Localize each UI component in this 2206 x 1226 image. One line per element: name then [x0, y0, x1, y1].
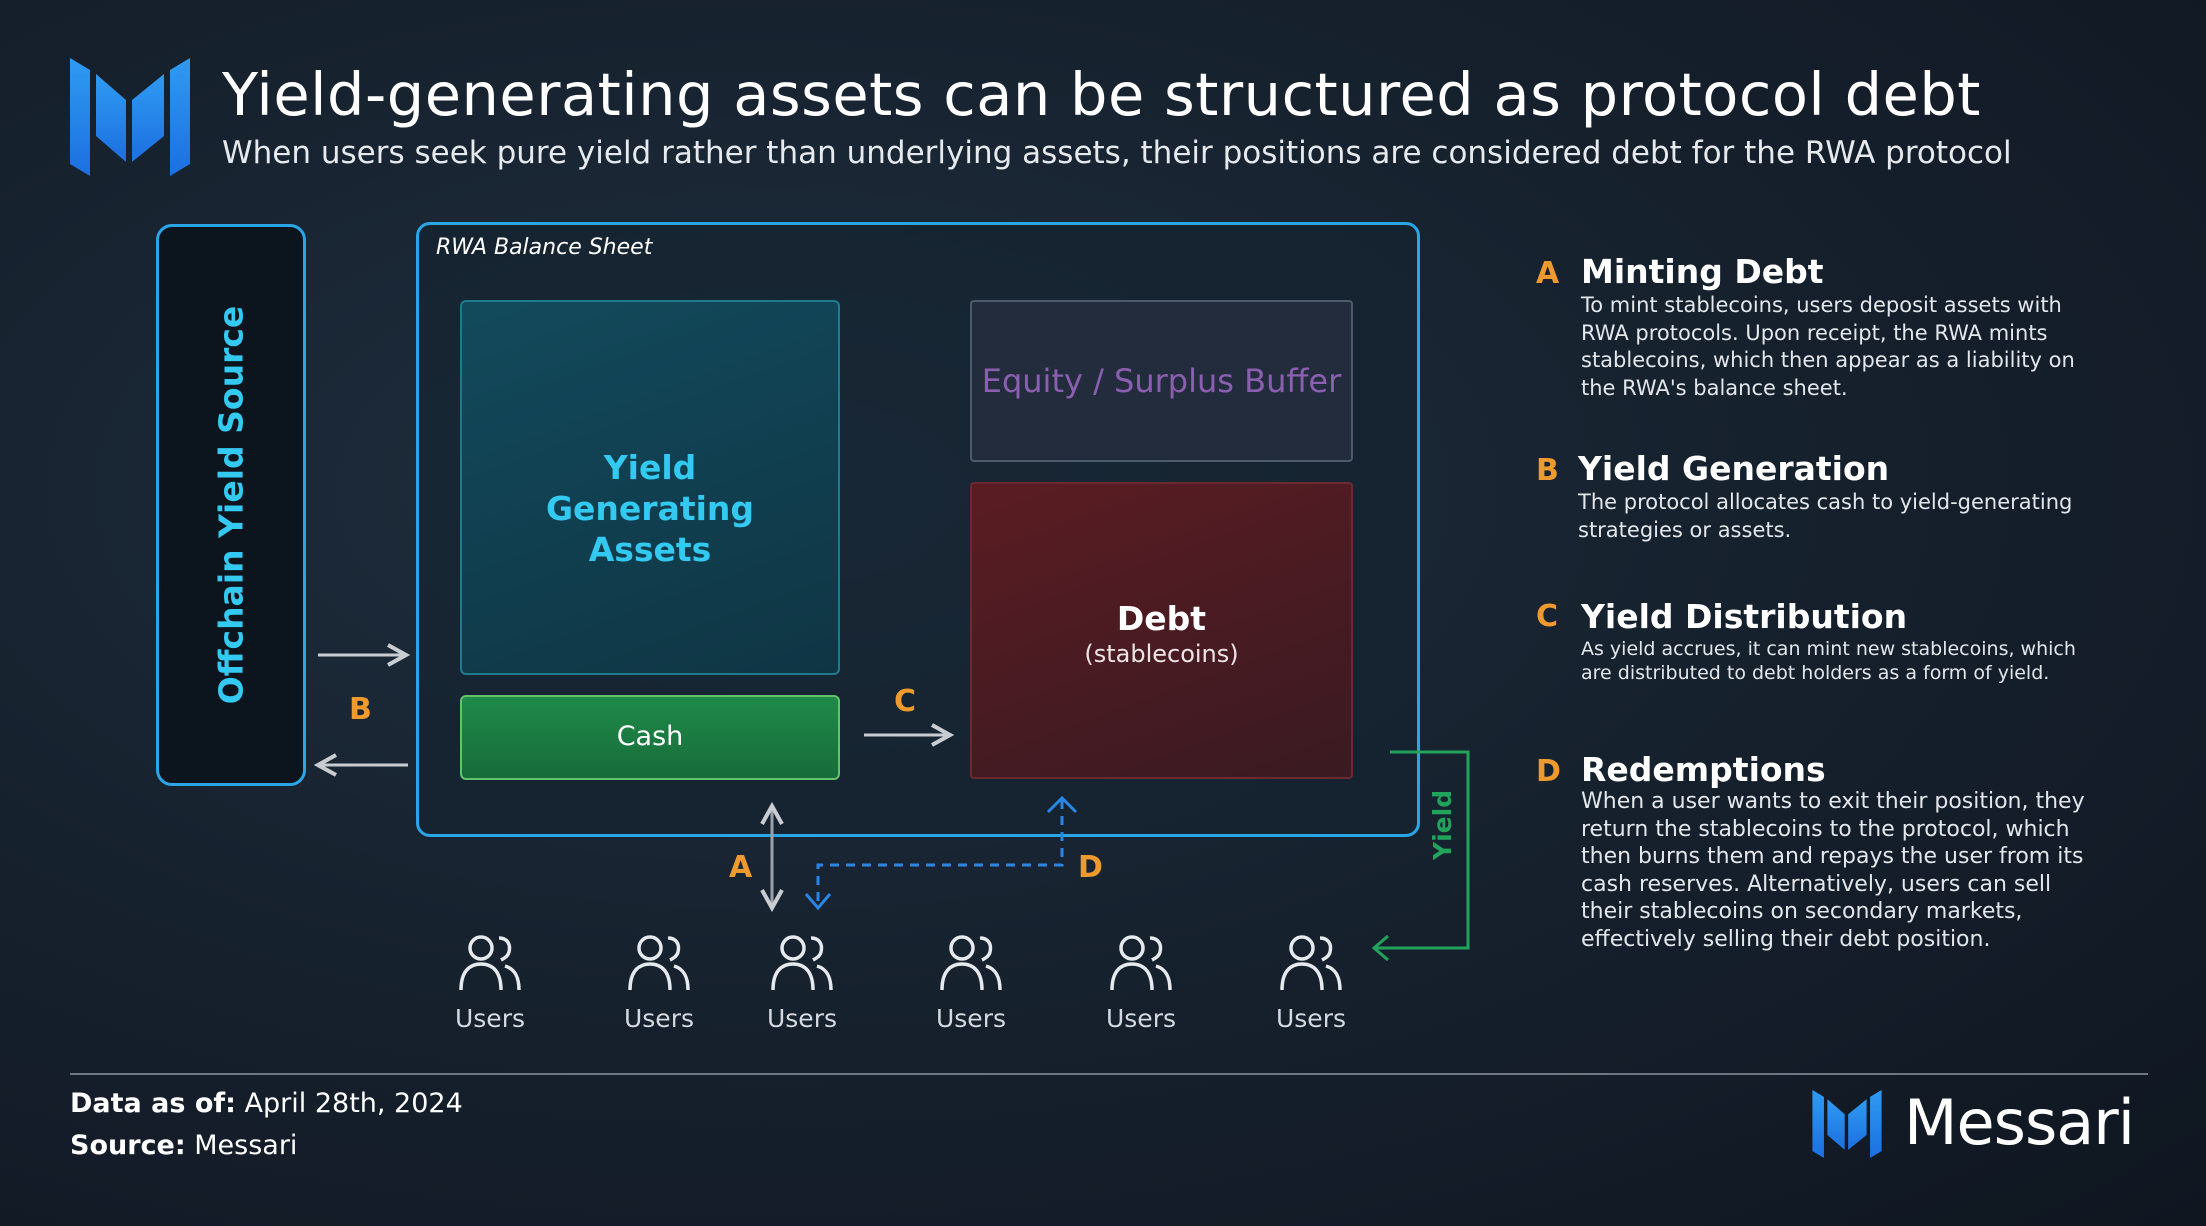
source: Source: Messari — [70, 1130, 297, 1161]
data-as-of: Data as of: April 28th, 2024 — [70, 1088, 463, 1119]
users-icon — [1110, 935, 1172, 991]
flow-letter-c: C — [894, 684, 917, 719]
debt-box: Debt (stablecoins) — [970, 482, 1353, 779]
user-group: Users — [1251, 932, 1371, 1033]
data-as-of-value: April 28th, 2024 — [244, 1088, 463, 1119]
equity-surplus-buffer-box: Equity / Surplus Buffer — [970, 300, 1353, 462]
users-label: Users — [1105, 1004, 1176, 1033]
cash-label: Cash — [616, 721, 684, 752]
users-label: Users — [454, 1004, 525, 1033]
legend-letter: C — [1536, 599, 1559, 634]
legend-title: Minting Debt — [1581, 252, 1824, 291]
arrow-yield — [1376, 750, 1470, 950]
users-label: Users — [935, 1004, 1006, 1033]
flow-letter-d: D — [1078, 850, 1103, 885]
legend-item-b: B Yield Generation The protocol allocate… — [1536, 449, 2096, 549]
yield-generating-assets-label: Yield Generating Assets — [545, 448, 755, 569]
users-icon — [1280, 935, 1342, 991]
legend-letter: A — [1536, 256, 1560, 291]
users-icon — [628, 935, 690, 991]
messari-logo-icon — [70, 58, 190, 176]
legend-text: As yield accrues, it can mint new stable… — [1581, 638, 2076, 684]
page-subtitle: When users seek pure yield rather than u… — [222, 135, 2012, 171]
offchain-yield-source-box: Offchain Yield Source — [156, 224, 306, 786]
user-group: Users — [430, 932, 550, 1033]
legend-letter: B — [1536, 453, 1559, 488]
debt-label: Debt — [1116, 599, 1207, 638]
balance-sheet-label: RWA Balance Sheet — [436, 235, 653, 260]
users-icon — [940, 935, 1002, 991]
legend-text: The protocol allocates cash to yield-gen… — [1578, 490, 2073, 542]
yield-flow-label: Yield — [1428, 789, 1457, 860]
user-group: Users — [1081, 932, 1201, 1033]
brand-name: Messari — [1904, 1086, 2135, 1159]
yield-generating-assets-box: Yield Generating Assets — [460, 300, 840, 675]
users-label: Users — [1275, 1004, 1346, 1033]
source-value: Messari — [194, 1130, 298, 1161]
page-title: Yield-generating assets can be structure… — [222, 60, 1981, 129]
legend-text: To mint stablecoins, users deposit asset… — [1581, 293, 2075, 400]
legend-text: When a user wants to exit their position… — [1581, 789, 2085, 952]
legend-item-c: C Yield Distribution As yield accrues, i… — [1536, 597, 2096, 707]
debt-sublabel: (stablecoins) — [1084, 640, 1239, 668]
source-key: Source: — [70, 1130, 186, 1161]
arrow-d — [816, 800, 1064, 906]
user-group: Users — [911, 932, 1031, 1033]
equity-surplus-buffer-label: Equity / Surplus Buffer — [981, 362, 1342, 400]
users-icon — [459, 935, 521, 991]
legend-item-d: D Redemptions When a user wants to exit … — [1536, 750, 2096, 990]
user-group: Users — [742, 932, 862, 1033]
messari-brand-icon — [1812, 1090, 1882, 1158]
data-as-of-key: Data as of: — [70, 1088, 236, 1119]
users-label: Users — [623, 1004, 694, 1033]
legend-item-a: A Minting Debt To mint stablecoins, user… — [1536, 252, 2096, 412]
legend-title: Yield Distribution — [1581, 597, 1908, 636]
legend-letter: D — [1536, 754, 1561, 789]
users-label: Users — [766, 1004, 837, 1033]
legend-title: Redemptions — [1581, 750, 1826, 789]
cash-box: Cash — [460, 695, 840, 780]
flow-letter-b: B — [349, 692, 372, 727]
users-icon — [771, 935, 833, 991]
user-group: Users — [599, 932, 719, 1033]
flow-letter-a: A — [729, 850, 753, 885]
legend-title: Yield Generation — [1578, 449, 1890, 488]
footer-divider — [70, 1073, 2148, 1075]
